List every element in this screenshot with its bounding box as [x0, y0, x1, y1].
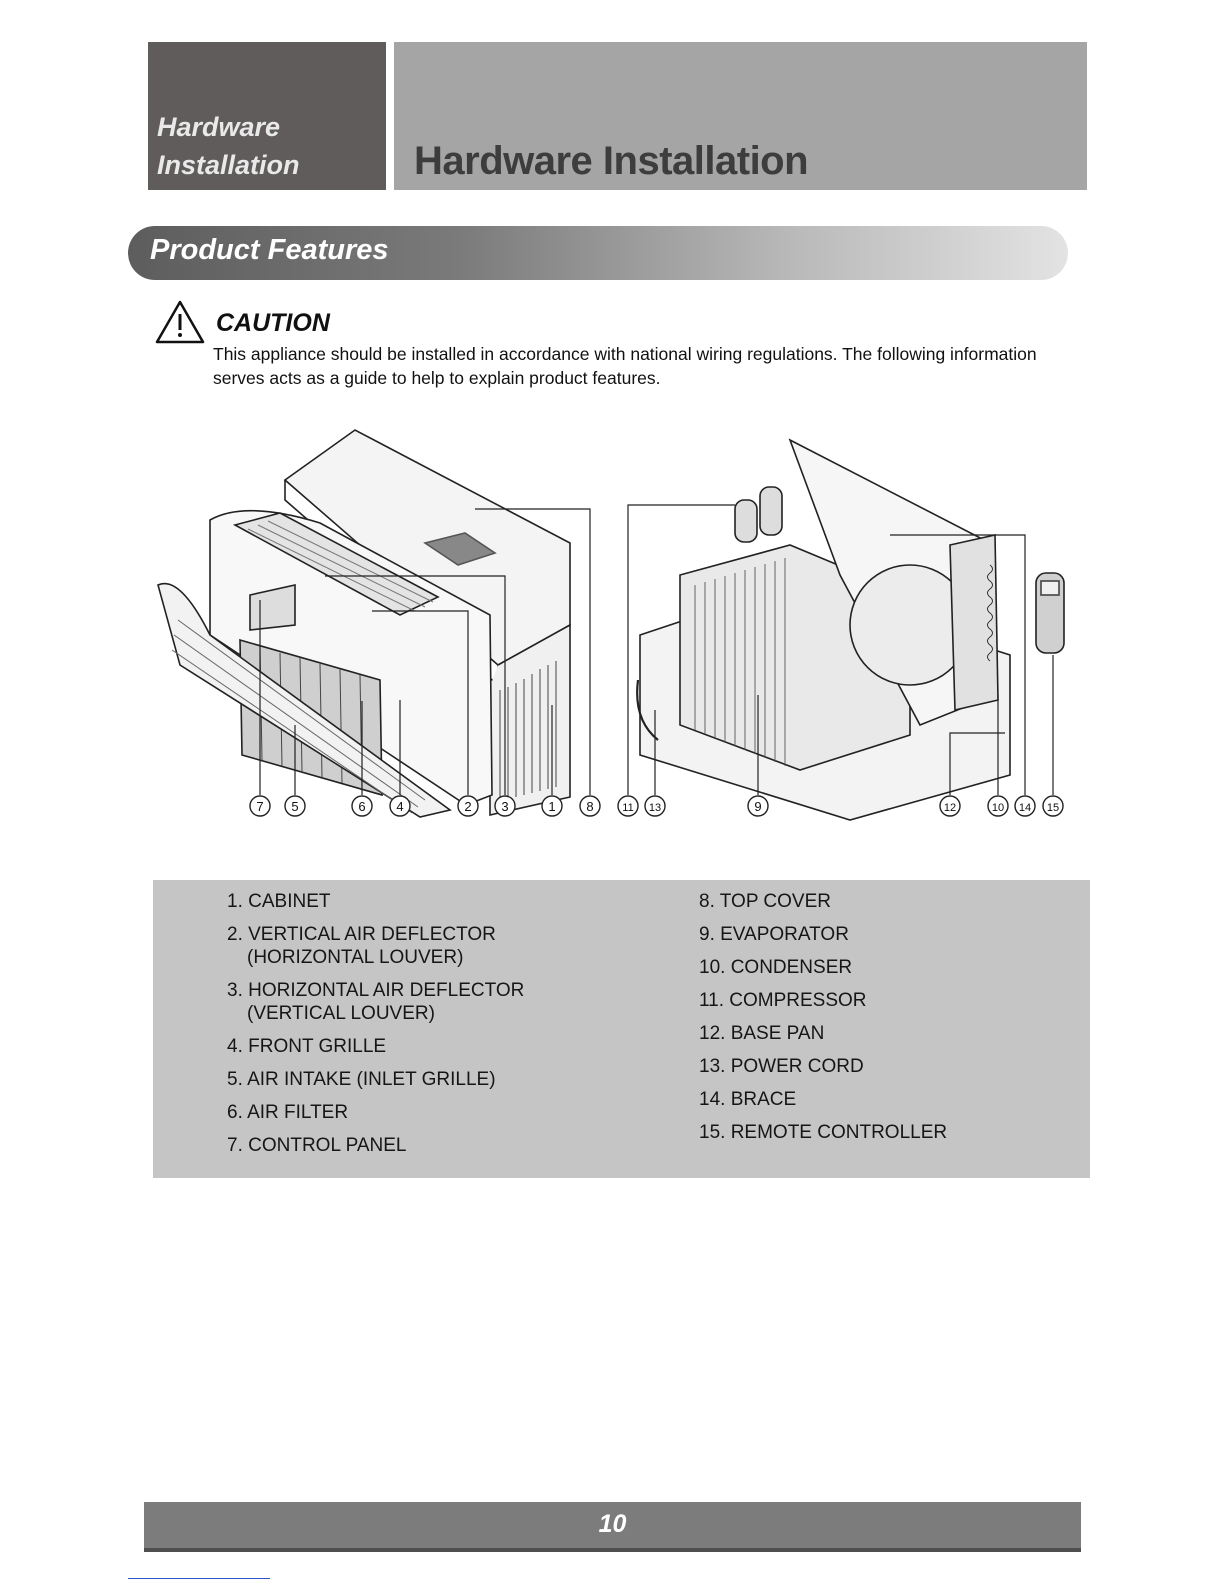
page-number: 10 [598, 1510, 627, 1538]
parts-list: 1. CABINET 2. VERTICAL AIR DEFLECTOR(HOR… [153, 880, 1090, 1178]
callout-number: 3 [501, 799, 508, 814]
callout-number: 2 [464, 799, 471, 814]
page-title: Hardware Installation [414, 139, 809, 183]
section-tab-line2: Installation [157, 150, 300, 180]
parts-list-left: 1. CABINET 2. VERTICAL AIR DEFLECTOR(HOR… [227, 890, 524, 1167]
part-item: 5. AIR INTAKE (INLET GRILLE) [227, 1069, 496, 1090]
part-item: 11. COMPRESSOR [699, 990, 867, 1011]
section-heading: Product Features [150, 234, 389, 266]
callout-number: 12 [944, 802, 956, 814]
part-item: 9. EVAPORATOR [699, 924, 849, 945]
callout-number: 9 [754, 799, 761, 814]
divider [128, 1578, 270, 1579]
section-heading-bar: Product Features [128, 226, 1068, 280]
parts-list-right: 8. TOP COVER 9. EVAPORATOR 10. CONDENSER… [699, 890, 947, 1154]
product-diagram: 7 5 6 4 2 3 1 8 11 13 9 12 10 14 15 [157, 429, 1065, 821]
callout-circles [249, 795, 1064, 817]
callout-number: 15 [1047, 802, 1059, 814]
page-footer: 10 [144, 1502, 1081, 1552]
section-tab: Hardware Installation [148, 42, 386, 190]
callout-number: 14 [1019, 802, 1031, 814]
warning-icon [155, 300, 205, 344]
part-item: 7. CONTROL PANEL [227, 1135, 407, 1156]
part-item: 10. CONDENSER [699, 957, 853, 978]
callout-number: 7 [256, 799, 263, 814]
caution-text: This appliance should be installed in ac… [213, 344, 1037, 388]
part-item: 3. HORIZONTAL AIR DEFLECTOR(VERTICAL LOU… [227, 980, 525, 1024]
caution-title: CAUTION [216, 309, 330, 337]
part-item: 12. BASE PAN [699, 1023, 825, 1044]
ac-unit-front-illustration [157, 429, 571, 818]
page-header: Hardware Installation [394, 42, 1087, 190]
part-item: 15. REMOTE CONTROLLER [699, 1122, 948, 1143]
callout-number: 8 [586, 799, 593, 814]
ac-chassis-illustration [636, 438, 1065, 821]
callout-number: 6 [358, 799, 365, 814]
callout-number: 1 [548, 799, 555, 814]
callout-number: 4 [396, 799, 403, 814]
callout-number: 10 [992, 802, 1004, 814]
callout-number: 13 [649, 802, 661, 814]
part-item: 4. FRONT GRILLE [227, 1036, 387, 1057]
callout-number: 11 [622, 802, 633, 814]
part-item: 8. TOP COVER [699, 891, 831, 912]
part-item: 2. VERTICAL AIR DEFLECTOR(HORIZONTAL LOU… [227, 924, 496, 968]
part-item: 13. POWER CORD [699, 1056, 864, 1077]
section-tab-line1: Hardware [157, 112, 281, 142]
part-item: 1. CABINET [227, 891, 331, 912]
part-item: 14. BRACE [699, 1089, 797, 1110]
callout-number: 5 [291, 799, 298, 814]
part-item: 6. AIR FILTER [227, 1102, 349, 1123]
